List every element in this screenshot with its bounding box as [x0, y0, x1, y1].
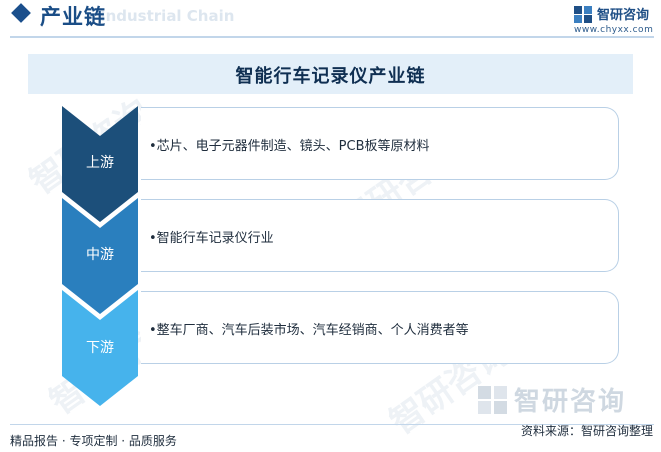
stage-card-midstream: •智能行车记录仪行业: [141, 199, 619, 272]
brand-logo[interactable]: 智研咨询 www.chyxx.com: [574, 5, 658, 37]
stage-content-upstream: •芯片、电子元器件制造、镜头、PCB板等原材料: [149, 139, 430, 154]
chyxx-logo-icon: [574, 6, 592, 23]
chevron-downstream: [62, 290, 138, 406]
diagram-title-band: 智能行车记录仪产业链: [28, 54, 633, 94]
footer-slogan: 精品报告 · 专项定制 · 品质服务: [10, 434, 177, 448]
header-title: 产业链: [40, 5, 106, 29]
watermark-logo-text: 智研咨询: [514, 387, 627, 417]
logo-url: www.chyxx.com: [574, 25, 654, 35]
stage-label-downstream: 下游: [86, 340, 114, 356]
stage-content-downstream: •整车厂商、汽车后装市场、汽车经销商、个人消费者等: [149, 323, 469, 338]
stage-card-downstream: •整车厂商、汽车后装市场、汽车经销商、个人消费者等: [141, 291, 619, 364]
header-ghost-text: Industrial Chain: [100, 7, 235, 25]
watermark-logo-icon: [478, 386, 507, 414]
footer-source: 资料来源：智研咨询整理: [520, 424, 653, 438]
diagram-title: 智能行车记录仪产业链: [235, 66, 426, 87]
stage-label-upstream: 上游: [86, 155, 114, 171]
header-divider: [10, 36, 654, 38]
footer-divider: [10, 424, 654, 425]
watermark-logo: 智研咨询: [478, 384, 648, 420]
logo-name: 智研咨询: [597, 8, 650, 23]
stage-content-midstream: •智能行车记录仪行业: [149, 231, 274, 246]
chevron-upstream: [62, 106, 138, 222]
stage-card-upstream: •芯片、电子元器件制造、镜头、PCB板等原材料: [141, 107, 619, 180]
chevron-midstream: [62, 198, 138, 314]
stage-label-midstream: 中游: [86, 247, 114, 263]
